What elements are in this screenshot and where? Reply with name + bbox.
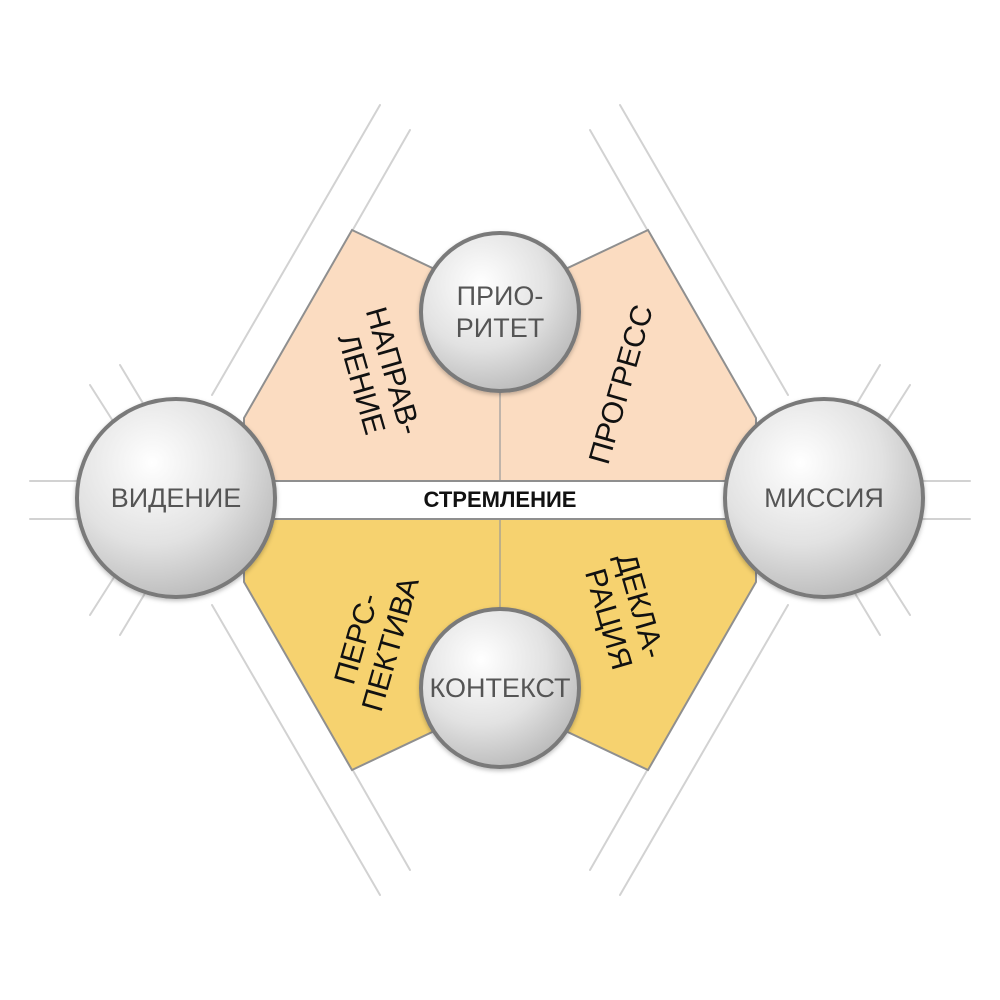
sphere-bottom bbox=[419, 607, 581, 769]
guide-line-top-left-outer bbox=[211, 104, 381, 396]
node-top-line1: ПРИО- bbox=[457, 281, 544, 311]
center-band bbox=[249, 480, 751, 520]
node-right: МИССИЯ bbox=[723, 397, 925, 599]
center-band-label: СТРЕМЛЕНИЕ bbox=[424, 487, 577, 512]
node-right-label: МИССИЯ bbox=[764, 483, 884, 513]
guide-line-bottom-right-outer bbox=[619, 604, 789, 896]
node-bottom: КОНТЕКСТ bbox=[419, 607, 581, 769]
sphere-right bbox=[723, 397, 925, 599]
sphere-left bbox=[75, 397, 277, 599]
node-top: ПРИО- РИТЕТ bbox=[419, 231, 581, 393]
node-left: ВИДЕНИЕ bbox=[75, 397, 277, 599]
sphere-top bbox=[419, 231, 581, 393]
node-bottom-label: КОНТЕКСТ bbox=[430, 673, 571, 703]
guide-line-bottom-left-outer bbox=[211, 604, 381, 896]
guide-line-top-right-outer bbox=[619, 104, 789, 396]
node-top-line2: РИТЕТ bbox=[456, 313, 544, 343]
node-left-label: ВИДЕНИЕ bbox=[111, 483, 242, 513]
